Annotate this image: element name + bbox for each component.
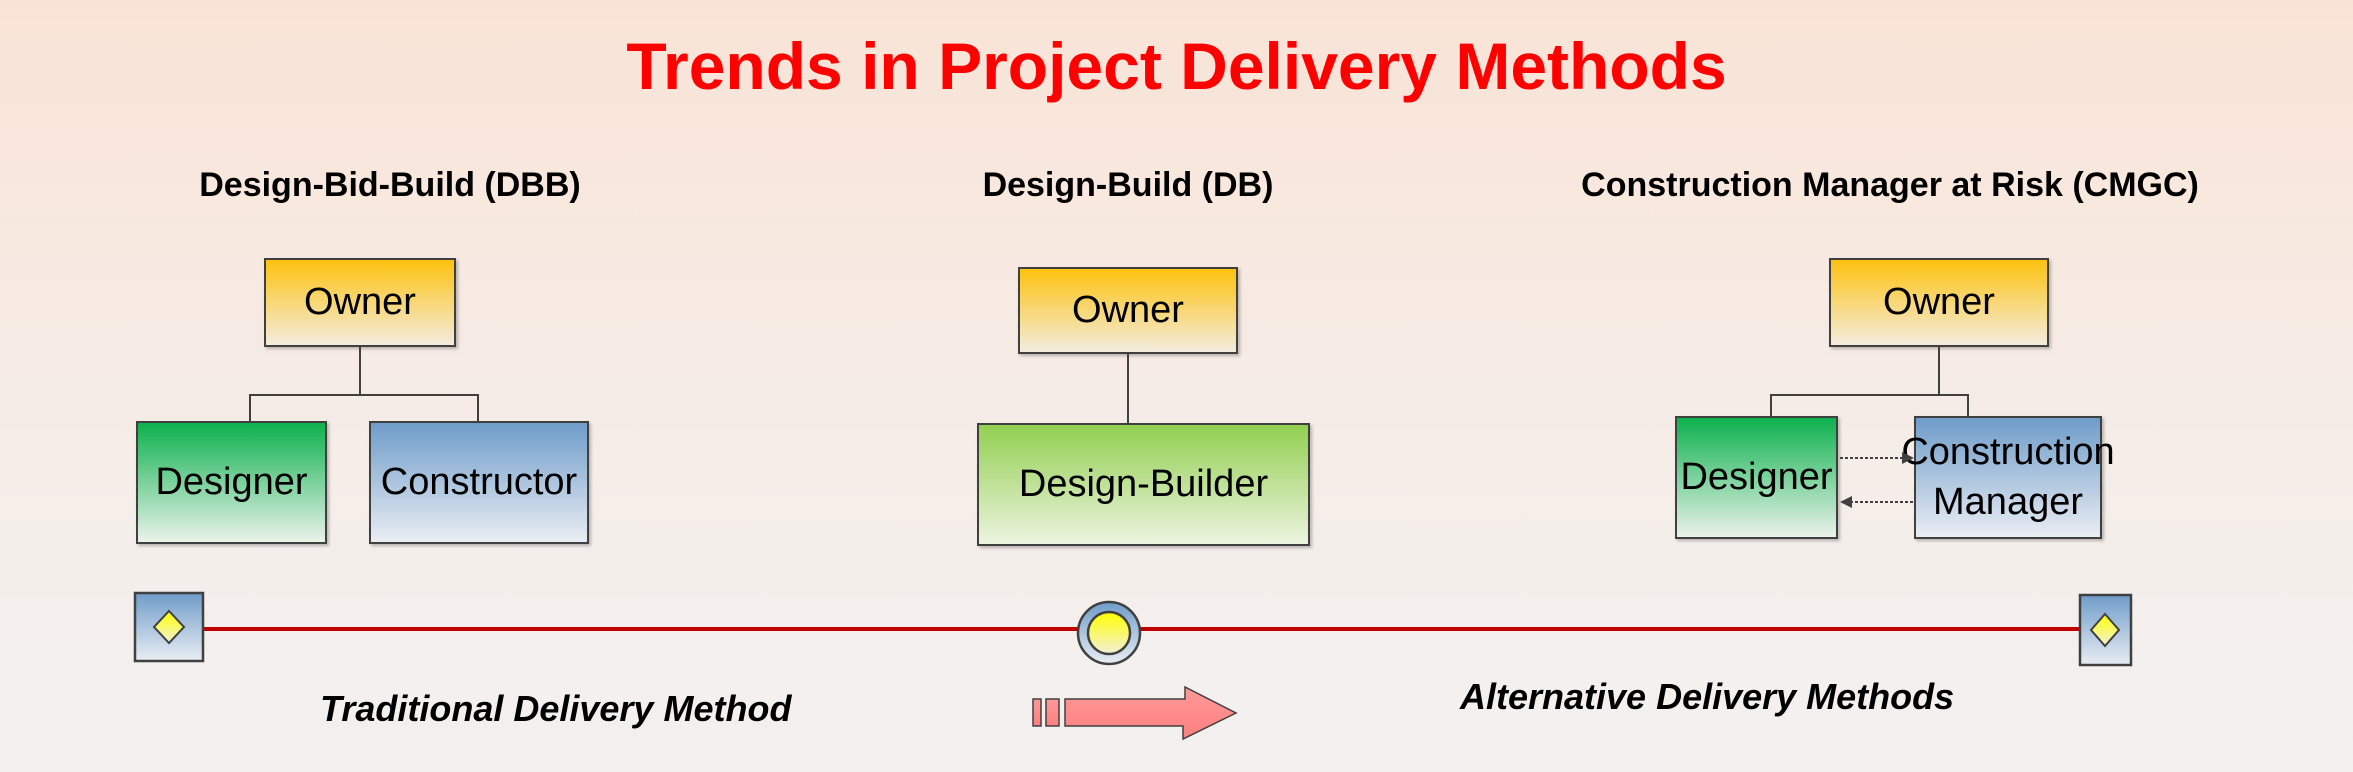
cmgc-connector [1938,347,1940,396]
dbb-designer-box: Designer [136,421,327,544]
db-connector [1127,354,1129,423]
cmgc-connector [1770,394,1772,416]
db-heading: Design-Build (DB) [982,166,1274,204]
timeline-end-diamond-icon [2078,593,2133,667]
db-owner-box: Owner [1018,267,1238,354]
timeline-line [203,627,2080,631]
timeline-midpoint-circle-icon [1076,600,1142,666]
dbb-heading: Design-Bid-Build (DBB) [199,166,581,204]
alternative-delivery-label: Alternative Delivery Methods [1460,676,1955,717]
dbb-connector [359,347,361,396]
dbb-connector [249,394,251,421]
dbb-connector [249,394,479,396]
arrowhead-left-icon [1840,496,1852,508]
cmgc-dotted-arrows [1840,452,1914,508]
page-title: Trends in Project Delivery Methods [626,29,1727,103]
cmgc-heading: Construction Manager at Risk (CMGC) [1581,166,2199,204]
cmgc-owner-box: Owner [1829,258,2049,347]
cmgc-designer-box: Designer [1675,416,1838,539]
dbb-owner-box: Owner [264,258,456,347]
cmgc-connector [1967,394,1969,416]
traditional-delivery-label: Traditional Delivery Method [320,688,792,729]
trend-arrow-icon [1032,685,1238,741]
dbb-connector [477,394,479,421]
db-design-builder-box: Design-Builder [977,423,1310,546]
dbb-constructor-box: Constructor [369,421,589,544]
cmgc-construction-manager-box: Construction Manager [1901,416,2115,539]
arrowhead-right-icon [1902,452,1914,464]
timeline-start-diamond-icon [133,591,205,663]
cmgc-connector [1770,394,1969,396]
